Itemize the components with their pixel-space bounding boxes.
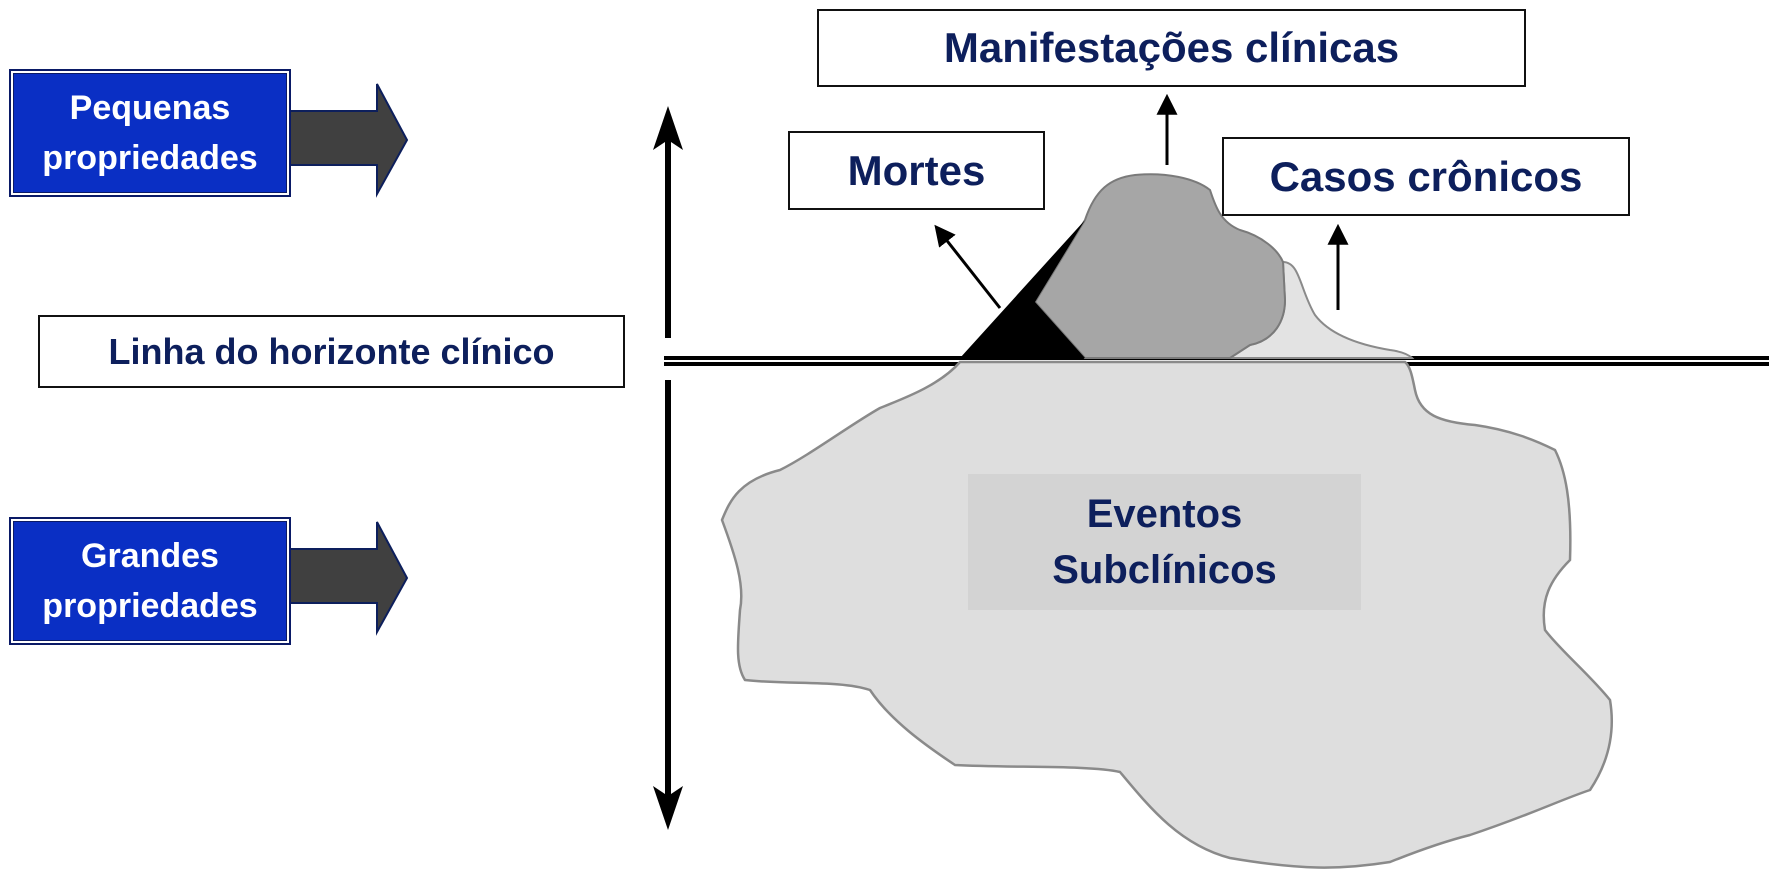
deaths-label: Mortes	[788, 131, 1045, 210]
subclinical-iceberg-body	[720, 360, 1614, 869]
arrow-to-deaths	[934, 224, 1002, 309]
subclinical-events-label: Eventos Subclínicos	[968, 474, 1361, 610]
large-farms-box: Grandes propriedades	[9, 517, 291, 645]
clinical-manifestations-label: Manifestações clínicas	[817, 9, 1526, 87]
large-farms-line-2: propriedades	[42, 587, 258, 625]
clinical-horizon-label: Linha do horizonte clínico	[38, 315, 625, 388]
large-farms-arrow	[289, 521, 409, 636]
small-farms-line-1: Pequenas	[69, 89, 231, 127]
chronic-cases-label: Casos crônicos	[1222, 137, 1630, 216]
subclinical-label-background	[968, 474, 1361, 610]
large-farms-line-1: Grandes	[81, 537, 219, 575]
deaths-region	[960, 220, 1085, 358]
subclinical-line-1: Eventos	[1086, 492, 1243, 536]
small-farms-line-2: propriedades	[42, 139, 258, 177]
small-farms-arrow	[289, 83, 409, 198]
subclinical-line-2: Subclínicos	[1052, 548, 1277, 592]
clinical-manifestations-region	[1033, 173, 1287, 359]
vertical-scale-arrow	[653, 106, 683, 830]
small-farms-box: Pequenas propriedades	[9, 69, 291, 197]
